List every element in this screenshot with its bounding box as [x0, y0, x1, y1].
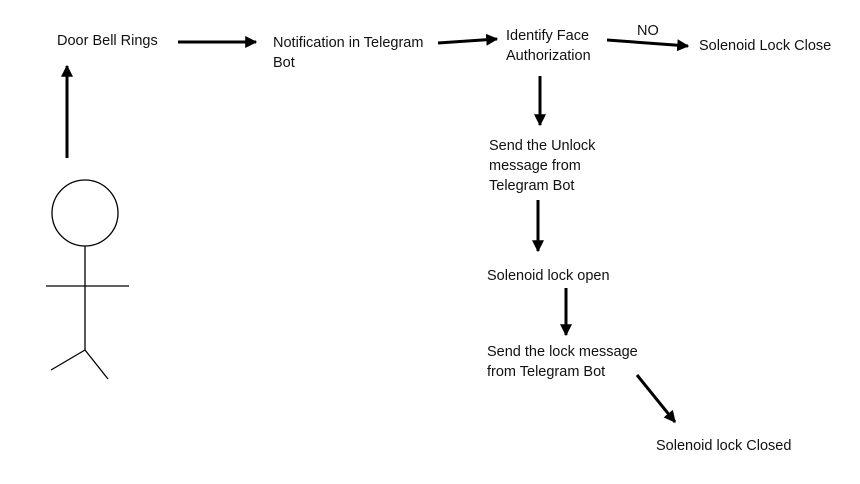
node-identify-line-1: Identify Face [506, 28, 590, 44]
arrow-notification-to-identify [437, 33, 499, 46]
node-send-lock-line-2: from Telegram Bot [487, 364, 606, 380]
node-notification-line-1: Notification in Telegram [273, 35, 424, 51]
node-notification: Notification in Telegram Bot [273, 33, 423, 73]
node-send-unlock-line-2: message from [489, 158, 581, 174]
node-lock-closed-text: Solenoid lock Closed [656, 438, 792, 454]
node-send-unlock: Send the Unlock message from Telegram Bo… [489, 136, 595, 196]
node-send-unlock-line-3: Telegram Bot [489, 178, 575, 194]
node-doorbell: Door Bell Rings [57, 31, 158, 51]
node-lock-close: Solenoid Lock Close [699, 36, 831, 56]
node-notification-line-2: Bot [273, 55, 295, 71]
node-lock-open: Solenoid lock open [487, 266, 610, 286]
node-lock-open-text: Solenoid lock open [487, 268, 610, 284]
arrow-identify-to-lock-close [606, 38, 690, 52]
node-send-lock-line-1: Send the lock message [487, 344, 638, 360]
arrow-send-lock-to-lock-closed [635, 374, 677, 423]
edge-label-no-text: NO [637, 23, 659, 39]
node-identify: Identify Face Authorization [506, 26, 591, 66]
node-lock-closed: Solenoid lock Closed [656, 436, 791, 456]
edge-label-no: NO [637, 21, 659, 41]
node-lock-close-text: Solenoid Lock Close [699, 38, 832, 54]
node-send-unlock-line-1: Send the Unlock [489, 138, 596, 154]
node-send-lock: Send the lock message from Telegram Bot [487, 342, 638, 382]
node-doorbell-text: Door Bell Rings [57, 33, 158, 49]
node-identify-line-2: Authorization [506, 48, 591, 64]
stick-figure-person-icon [46, 179, 129, 380]
